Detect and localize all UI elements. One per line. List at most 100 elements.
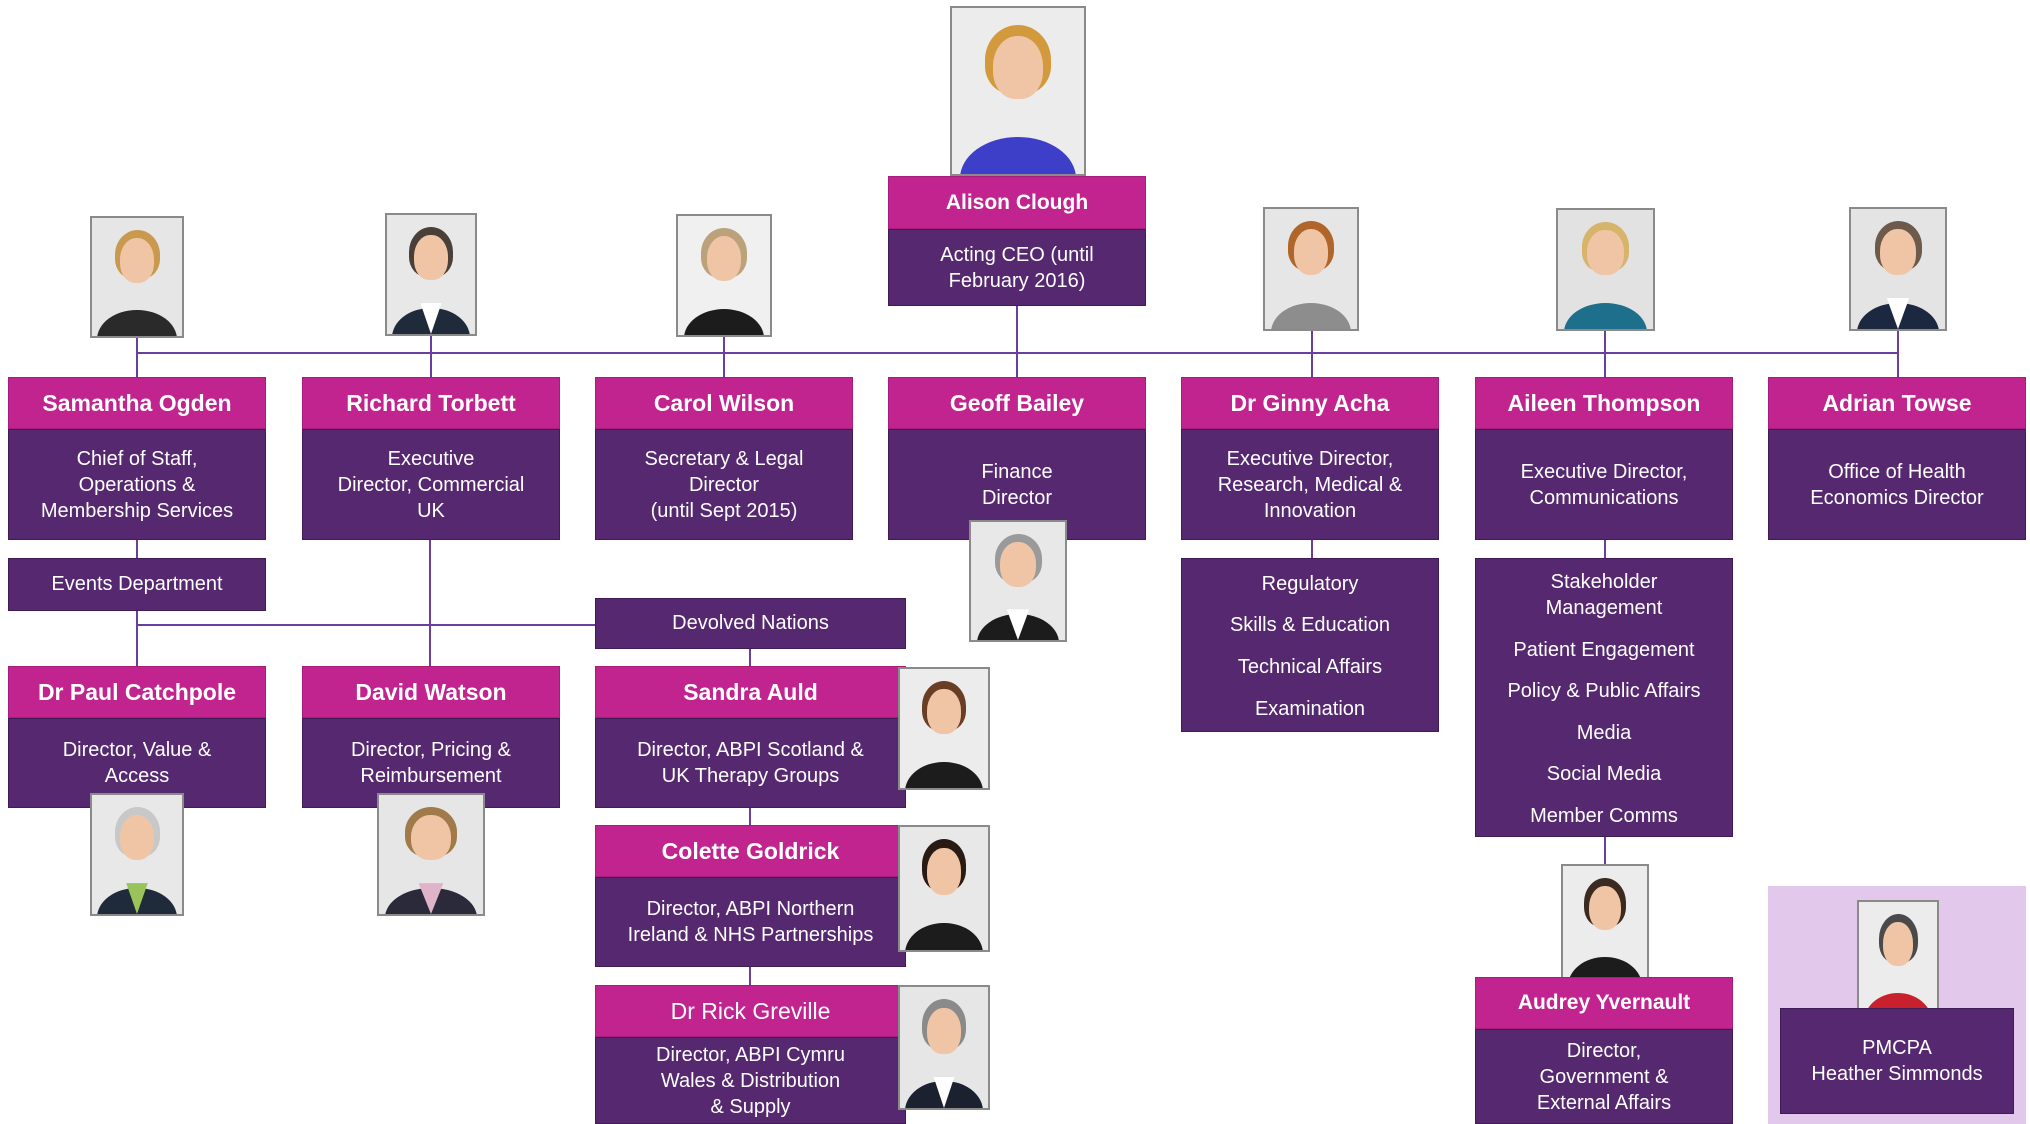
carol-wilson-photo bbox=[676, 214, 772, 337]
exec-name: Richard Torbett bbox=[302, 377, 560, 429]
list-item: Social Media bbox=[1546, 763, 1662, 785]
sandra-auld-photo bbox=[898, 667, 990, 790]
exec-role: Secretary & Legal Director (until Sept 2… bbox=[595, 429, 853, 540]
exec-name: Carol Wilson bbox=[595, 377, 853, 429]
list-item: Policy & Public Affairs bbox=[1507, 680, 1701, 702]
role-line: Executive Director, bbox=[1520, 460, 1688, 483]
role-line: Secretary & Legal bbox=[644, 447, 804, 470]
role-line: Research, Medical & bbox=[1217, 473, 1403, 496]
director-role: Director, ABPI Cymru Wales & Distributio… bbox=[595, 1037, 906, 1124]
list-item: Skills & Education bbox=[1229, 614, 1391, 636]
connector-line bbox=[749, 807, 751, 825]
richard-torbett-photo bbox=[385, 213, 477, 336]
connector-line bbox=[1897, 331, 1899, 377]
role-line: Communications bbox=[1529, 486, 1679, 509]
role-line: & Supply bbox=[710, 1095, 791, 1118]
role-line: Economics Director bbox=[1810, 486, 1984, 509]
ginny-acha-photo bbox=[1263, 207, 1359, 331]
role-line: Director, Value & bbox=[62, 739, 212, 761]
connector-line bbox=[749, 967, 751, 985]
role-line: Executive Director, bbox=[1226, 447, 1394, 470]
director-role: Director, Government & External Affairs bbox=[1475, 1029, 1733, 1124]
connector-line bbox=[136, 624, 596, 626]
role-line: Executive bbox=[387, 447, 475, 470]
pmcpa-line: PMCPA bbox=[1862, 1037, 1932, 1059]
role-line: Director bbox=[981, 486, 1052, 509]
role-line: Director, ABPI Northern bbox=[646, 898, 855, 920]
role-line: Acting CEO (until bbox=[940, 243, 1094, 266]
list-item: Management bbox=[1545, 597, 1663, 619]
ceo-role: Acting CEO (until February 2016) bbox=[888, 229, 1146, 306]
list-item: Stakeholder bbox=[1550, 571, 1658, 593]
role-line: Access bbox=[104, 765, 170, 787]
director-role: Director, Value & Access bbox=[8, 718, 266, 808]
connector-line bbox=[430, 336, 432, 377]
director-role: Director, ABPI Northern Ireland & NHS Pa… bbox=[595, 877, 906, 967]
director-name: Dr Paul Catchpole bbox=[8, 666, 266, 718]
paul-catchpole-photo bbox=[90, 793, 184, 916]
role-line: Chief of Staff, bbox=[76, 447, 198, 470]
role-line: Wales & Distribution bbox=[660, 1069, 841, 1092]
exec-name: Aileen Thompson bbox=[1475, 377, 1733, 429]
director-name: Colette Goldrick bbox=[595, 825, 906, 877]
role-line: UK Therapy Groups bbox=[661, 765, 840, 787]
ceo-photo bbox=[950, 6, 1086, 176]
pmcpa-box: PMCPA Heather Simmonds bbox=[1780, 1008, 2014, 1114]
colette-goldrick-photo bbox=[898, 825, 990, 952]
role-line: Director, bbox=[1566, 1039, 1642, 1062]
connector-line bbox=[136, 352, 1899, 354]
role-line: Director, ABPI Scotland & bbox=[637, 739, 864, 761]
role-line: Director, Pricing & bbox=[350, 739, 512, 761]
role-line: February 2016) bbox=[948, 269, 1086, 292]
geoff-bailey-photo bbox=[969, 520, 1067, 642]
heather-simmonds-photo bbox=[1857, 900, 1939, 1021]
adrian-towse-photo bbox=[1849, 207, 1947, 331]
role-line: Operations & bbox=[78, 473, 196, 496]
role-line: Director, Commercial bbox=[337, 473, 525, 496]
exec-name: Dr Ginny Acha bbox=[1181, 377, 1439, 429]
audrey-yvernault-photo bbox=[1561, 864, 1649, 985]
connector-line bbox=[749, 648, 751, 666]
director-name: Audrey Yvernault bbox=[1475, 977, 1733, 1029]
devolved-nations: Devolved Nations bbox=[595, 598, 906, 649]
list-item: Technical Affairs bbox=[1237, 656, 1383, 678]
role-line: UK bbox=[417, 499, 445, 522]
exec-role: Executive Director, Commercial UK bbox=[302, 429, 560, 540]
exec-name: Geoff Bailey bbox=[888, 377, 1146, 429]
connector-line bbox=[136, 338, 138, 377]
role-line: Director, ABPI Cymru bbox=[656, 1043, 845, 1066]
david-watson-photo bbox=[377, 793, 485, 916]
communications-list: Stakeholder Management Patient Engagemen… bbox=[1475, 558, 1733, 837]
rick-greville-photo bbox=[898, 985, 990, 1110]
director-name: Sandra Auld bbox=[595, 666, 906, 718]
list-item: Media bbox=[1576, 722, 1632, 744]
role-line: Director bbox=[688, 473, 759, 496]
pmcpa-line: Heather Simmonds bbox=[1811, 1063, 1983, 1085]
list-item: Examination bbox=[1254, 698, 1366, 720]
connector-line bbox=[1016, 304, 1018, 377]
aileen-thompson-photo bbox=[1556, 208, 1655, 331]
samantha-ogden-photo bbox=[90, 216, 184, 338]
exec-role: Chief of Staff, Operations & Membership … bbox=[8, 429, 266, 540]
research-list: Regulatory Skills & Education Technical … bbox=[1181, 558, 1439, 732]
role-line: Office of Health bbox=[1828, 460, 1966, 483]
role-line: Innovation bbox=[1263, 499, 1357, 522]
exec-role: Executive Director, Research, Medical & … bbox=[1181, 429, 1439, 540]
connector-line bbox=[1311, 540, 1313, 558]
connector-line bbox=[1604, 837, 1606, 864]
connector-line bbox=[1604, 540, 1606, 558]
role-line: Membership Services bbox=[40, 499, 234, 522]
exec-role: Office of Health Economics Director bbox=[1768, 429, 2026, 540]
exec-name: Samantha Ogden bbox=[8, 377, 266, 429]
role-line: Finance bbox=[981, 460, 1053, 483]
connector-line bbox=[1311, 331, 1313, 377]
connector-line bbox=[723, 336, 725, 377]
director-name: Dr Rick Greville bbox=[595, 985, 906, 1037]
connector-line bbox=[429, 540, 431, 666]
director-role: Director, Pricing & Reimbursement bbox=[302, 718, 560, 808]
list-item: Patient Engagement bbox=[1513, 639, 1695, 661]
role-line: Reimbursement bbox=[360, 765, 502, 787]
events-department: Events Department bbox=[8, 558, 266, 611]
role-line: Government & bbox=[1539, 1065, 1669, 1088]
